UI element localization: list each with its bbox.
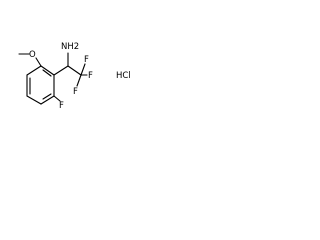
ring-bond-4 xyxy=(26,95,42,105)
atom-methoxy-oxygen: O xyxy=(29,50,36,60)
bond-cf3-f-bottom xyxy=(76,74,82,87)
ring-bond-6 xyxy=(26,65,42,76)
atom-fluoro-aromatic: F xyxy=(59,101,64,111)
ring-bond-3 xyxy=(40,95,55,105)
salt-label: HCl xyxy=(116,71,131,81)
ring-double-bond-1 xyxy=(42,69,52,77)
ring-double-bond-2 xyxy=(42,93,52,100)
atom-fluoro-cf3-right: F xyxy=(88,71,93,81)
atom-fluoro-cf3-top: F xyxy=(84,55,89,65)
atom-labels: O NH2 F F F F HCl xyxy=(29,42,131,111)
bond-chiral-carbon-cf3 xyxy=(67,65,82,76)
atom-fluoro-cf3-bottom: F xyxy=(73,87,78,97)
bond-cf3-f-top xyxy=(80,63,86,76)
bond-ring-fluorine xyxy=(53,95,61,102)
ring-bond-1 xyxy=(40,65,55,76)
bond-ring-chiral-carbon xyxy=(53,65,69,76)
structure-drawing: O NH2 F F F F HCl xyxy=(18,42,131,111)
molecule-canvas: O NH2 F F F F HCl xyxy=(0,0,152,152)
bond-oxygen-ring xyxy=(35,57,42,67)
atom-amine: NH2 xyxy=(61,42,79,52)
bonds xyxy=(18,52,88,105)
